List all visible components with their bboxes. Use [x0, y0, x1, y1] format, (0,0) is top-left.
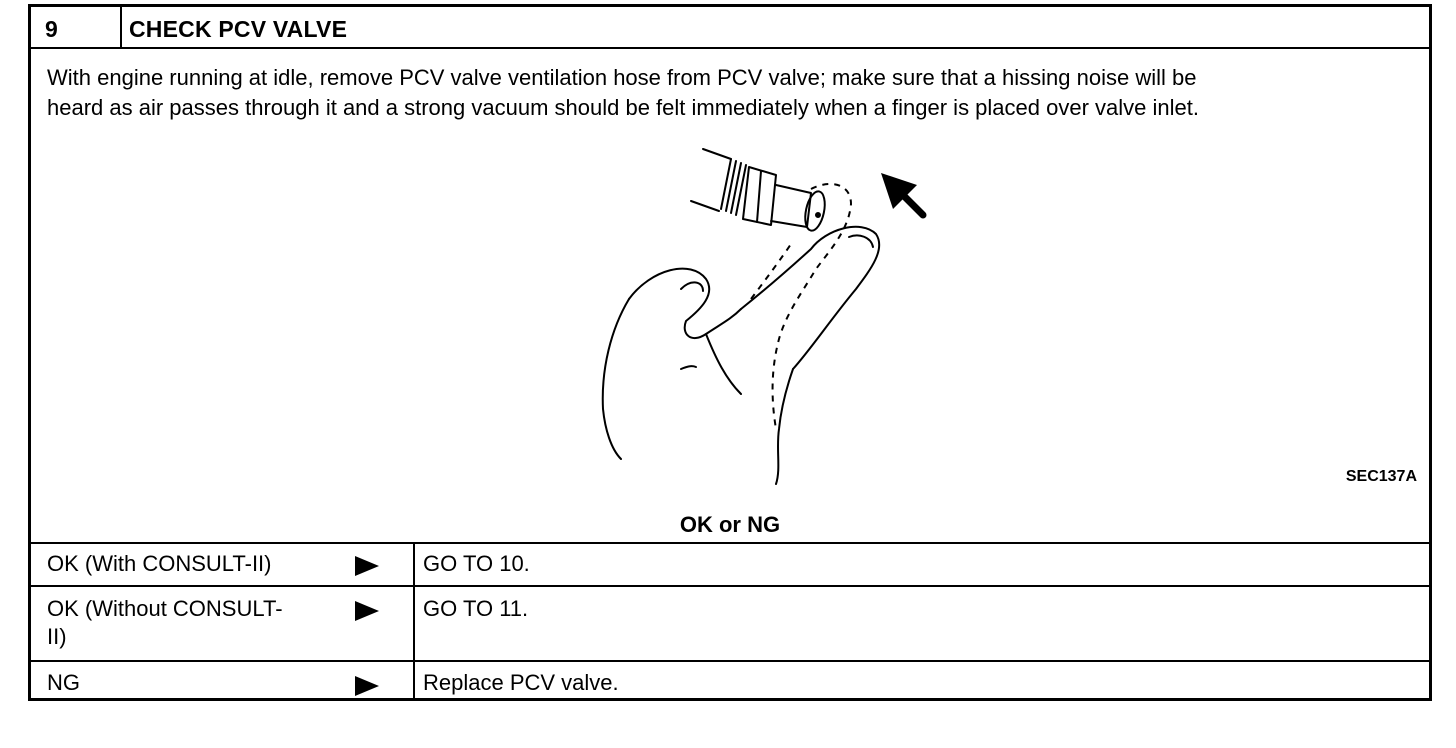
figure-id: SEC137A: [1345, 468, 1417, 485]
step-number: 9: [45, 16, 58, 42]
result-condition: OK (With CONSULT-II): [47, 551, 272, 576]
header-divider: [120, 7, 122, 47]
row-divider: [31, 542, 1429, 544]
valve-body: [770, 184, 812, 228]
valve-inlet: [804, 190, 826, 232]
procedure-table: 9 CHECK PCV VALVE With engine running at…: [28, 4, 1432, 701]
direction-arrow-icon: [881, 173, 927, 219]
index-finger-outline: [740, 225, 881, 370]
arrow-right-icon: [355, 556, 379, 576]
column-divider: [413, 544, 415, 701]
row-divider: [31, 585, 1429, 587]
result-condition: OK (Without CONSULT- II): [47, 596, 283, 649]
hose-top-edge: [702, 148, 732, 160]
step-title: CHECK PCV VALVE: [129, 16, 348, 42]
valve-hex-nut: [742, 166, 777, 226]
arrow-right-icon: [355, 601, 379, 621]
pcv-valve-illustration: [601, 148, 927, 485]
arrow-right-icon: [355, 676, 379, 696]
wrist-outline: [775, 368, 794, 485]
result-action: Replace PCV valve.: [423, 670, 619, 695]
step-header: 9 CHECK PCV VALVE: [31, 7, 1429, 49]
palm-outline: [601, 298, 630, 460]
thumb-outline: [628, 267, 742, 340]
hose-bottom-edge: [690, 200, 720, 212]
row-divider: [31, 660, 1429, 662]
valve-threads: [720, 158, 747, 216]
result-prompt: OK or NG: [679, 512, 781, 537]
finger-covered-position: [750, 183, 853, 430]
result-action: GO TO 11.: [423, 596, 529, 621]
result-condition: NG: [47, 670, 80, 695]
step-description: With engine running at idle, remove PCV …: [47, 65, 1199, 120]
result-action: GO TO 10.: [423, 551, 530, 576]
